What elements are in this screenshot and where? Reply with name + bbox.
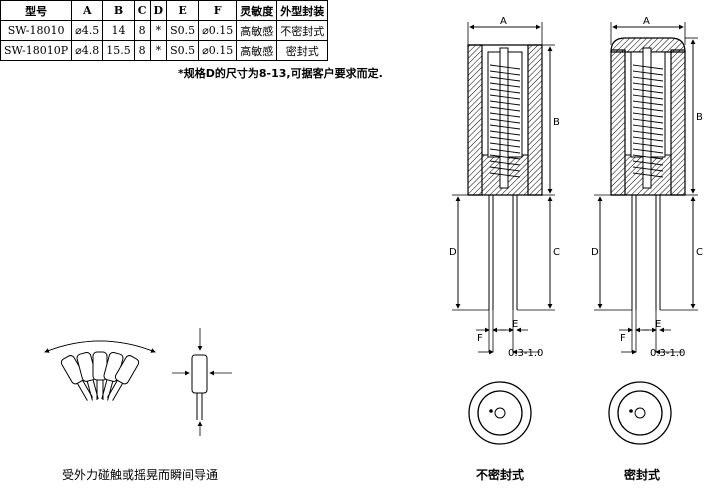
table-cell: 密封式 <box>276 40 329 61</box>
table-cell: S0.5 <box>166 40 200 61</box>
dim-label-c: C <box>553 247 560 258</box>
table-cell: 8 <box>133 40 151 61</box>
table-cell: ⌀4.8 <box>71 40 104 61</box>
table-cell: SW-18010P <box>0 40 73 61</box>
dim-label-f: F <box>477 333 483 344</box>
dim-label-a: A <box>643 16 650 27</box>
header-cell: 灵敏度 <box>236 0 278 21</box>
dim-label-d: D <box>591 247 599 258</box>
dim-label-f: F <box>620 333 626 344</box>
table-cell: ⌀0.15 <box>198 40 238 61</box>
dim-label-a: A <box>500 16 507 27</box>
dim-label-gap: 0.3-1.0 <box>508 348 543 359</box>
dim-label-e: E <box>512 319 518 330</box>
table-cell: 8 <box>133 20 151 41</box>
table-cell: 不密封式 <box>276 20 329 41</box>
motion-caption: 受外力碰触或摇晃而瞬间导通 <box>62 468 219 482</box>
impact-illustration <box>172 328 232 436</box>
dim-label-b: B <box>696 112 703 123</box>
spec-table: 型号 A B C D E F 灵敏度 外型封装 SW-18010 ⌀4.5 14… <box>0 0 329 61</box>
sealed-top-view <box>608 381 672 445</box>
table-header-row: 型号 A B C D E F 灵敏度 外型封装 <box>0 0 329 21</box>
unsealed-caption: 不密封式 <box>476 468 525 482</box>
dim-label-c: C <box>696 247 703 258</box>
table-cell: 14 <box>102 20 135 41</box>
table-cell: 15.5 <box>102 40 135 61</box>
table-cell: 高敏感 <box>236 40 278 61</box>
dim-label-b: B <box>553 117 560 128</box>
table-cell: SW-18010 <box>0 20 73 41</box>
spec-note: *规格D的尺寸为8-13,可据客户要求而定. <box>178 67 383 80</box>
sealed-side-view: A B C D F <box>591 16 703 359</box>
dim-label-e: E <box>655 319 661 330</box>
dim-label-gap: 0.3-1.0 <box>650 348 685 359</box>
table-row: SW-18010P ⌀4.8 15.5 8 * S0.5 ⌀0.15 高敏感 密… <box>0 40 329 61</box>
unsealed-side-view: A B C D <box>449 16 560 359</box>
sealed-caption: 密封式 <box>624 468 661 482</box>
dim-label-d: D <box>449 247 457 258</box>
motion-illustration <box>44 340 156 401</box>
unsealed-top-view <box>468 381 532 445</box>
